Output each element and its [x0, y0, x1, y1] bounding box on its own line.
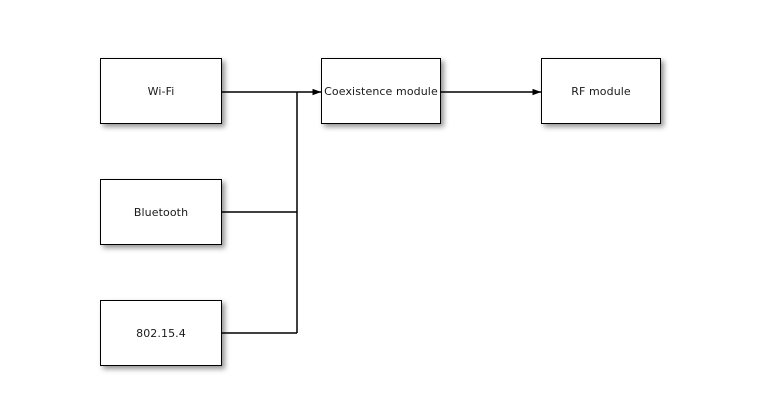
node-802-15-4[interactable]: 802.15.4 — [100, 300, 222, 366]
node-bluetooth-label: Bluetooth — [133, 205, 189, 219]
node-rf-module[interactable]: RF module — [541, 58, 661, 124]
node-wifi[interactable]: Wi-Fi — [100, 58, 222, 124]
node-bluetooth[interactable]: Bluetooth — [100, 179, 222, 245]
node-wifi-label: Wi-Fi — [147, 84, 175, 98]
node-802-15-4-label: 802.15.4 — [136, 326, 186, 340]
node-rf-module-label: RF module — [571, 84, 631, 98]
node-coexistence-module[interactable]: Coexistence module — [321, 58, 441, 124]
node-coexistence-module-label: Coexistence module — [324, 84, 438, 98]
